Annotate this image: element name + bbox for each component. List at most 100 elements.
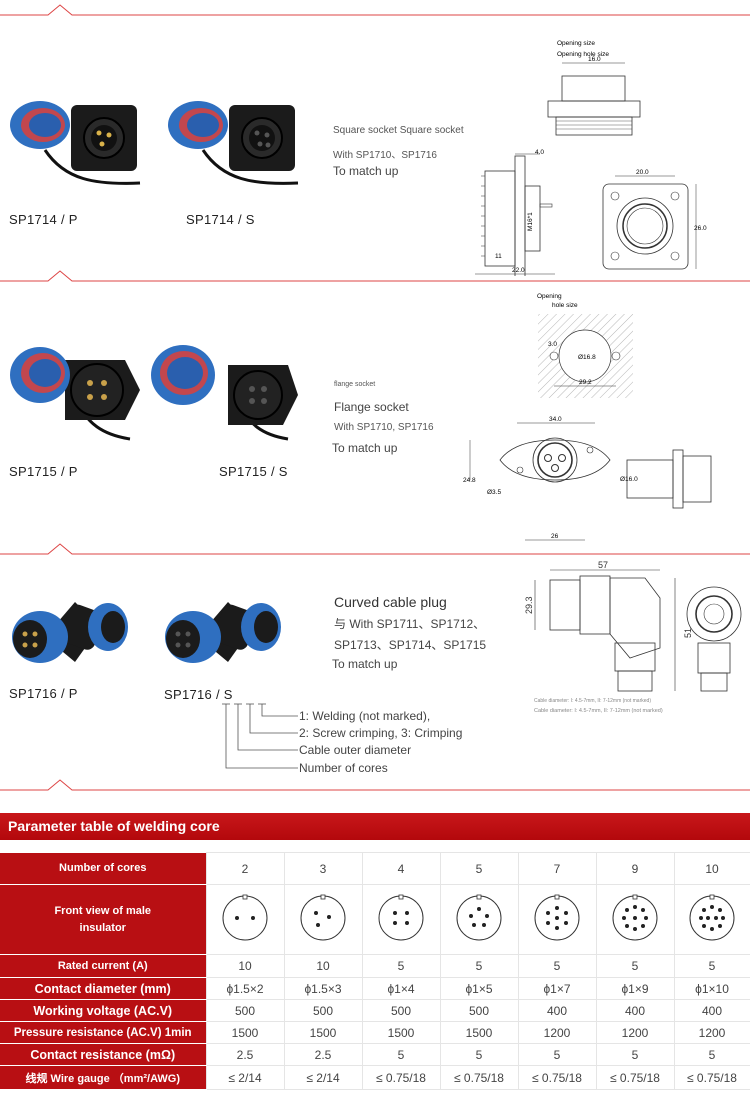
row-label: Rated current (A) — [0, 954, 206, 978]
dim-label: 26.0 — [694, 225, 707, 232]
dim-label: 24.8 — [463, 477, 476, 484]
dim-label: 22.0 — [512, 267, 525, 274]
section-divider — [0, 268, 750, 284]
sp1714-desc-match: With SP1710、SP1716 — [333, 150, 437, 161]
cell: ≤ 2/14 — [283, 1065, 363, 1090]
cell: 10 — [673, 852, 750, 885]
cell: ϕ1.5×2 — [205, 977, 285, 1000]
insulator-9-core — [595, 884, 675, 955]
cell: 1500 — [361, 1021, 441, 1044]
legend-item-2: 2: Screw crimping, 3: Crimping — [299, 726, 463, 740]
table-row: Number of cores 2 3 4 5 7 9 10 — [0, 852, 750, 885]
dim-label: 29.3 — [524, 596, 534, 614]
sp1714-s-photo — [168, 101, 299, 185]
dim-label: 3.0 — [548, 341, 557, 348]
cell: ϕ1×10 — [673, 977, 750, 1000]
sp1716-desc-match2: SP1713、SP1714、SP1715 — [334, 638, 487, 652]
sp1714-p-photo — [10, 101, 141, 185]
row-label-cores: Number of cores — [0, 852, 206, 885]
table-row: Working voltage (AC.V) 500 500 500 500 4… — [0, 999, 750, 1022]
sp1716-s-model: SP1716 / S — [164, 687, 233, 702]
cell: 1200 — [517, 1021, 597, 1044]
cell: 7 — [517, 852, 597, 885]
insulator-2-core — [205, 884, 285, 955]
row-label-front-view: Front view of male insulator — [0, 884, 206, 955]
sp1715-drawing: Opening hole size Ø16.8 3.0 29.2 34.0 24… — [463, 293, 712, 541]
cell: 10 — [283, 954, 363, 978]
row-label: Pressure resistance (AC.V) 1min — [0, 1021, 206, 1044]
dim-label: Ø16.8 — [578, 354, 596, 361]
section-divider — [0, 777, 750, 793]
dim-label: 29.2 — [579, 379, 592, 386]
cell: 400 — [517, 999, 597, 1022]
sp1715-desc-tomatch: To match up — [332, 441, 398, 455]
cell: 500 — [283, 999, 363, 1022]
cell: 500 — [205, 999, 285, 1022]
dim-label: Ø16.0 — [620, 476, 638, 483]
dim-label: 4.0 — [535, 149, 544, 156]
opening-label2: Opening hole size — [557, 51, 609, 58]
insulator-3-core — [283, 884, 363, 955]
opening-label: Opening — [537, 293, 562, 300]
dim-label: M16*1 — [527, 212, 534, 231]
cell: ϕ1×5 — [439, 977, 519, 1000]
cell: 400 — [673, 999, 750, 1022]
cell: 1500 — [283, 1021, 363, 1044]
table-row: Front view of male insulator — [0, 884, 750, 955]
dim-label: Ø3.5 — [487, 489, 501, 496]
sp1716-p-model: SP1716 / P — [9, 686, 78, 701]
cell: 1500 — [439, 1021, 519, 1044]
insulator-10-core — [673, 884, 750, 955]
legend-item-3: Cable outer diameter — [299, 743, 412, 757]
sp1715-s-photo — [151, 345, 298, 441]
dim-label: 26 — [551, 533, 559, 540]
cell: ≤ 0.75/18 — [361, 1065, 441, 1090]
sp1715-desc-title: Flange socket — [334, 400, 409, 414]
cell: 500 — [439, 999, 519, 1022]
row-label: Working voltage (AC.V) — [0, 999, 206, 1022]
cell: 3 — [283, 852, 363, 885]
parameter-table: Number of cores 2 3 4 5 7 9 10 Front vie… — [0, 852, 750, 1090]
cell: ≤ 0.75/18 — [595, 1065, 675, 1090]
cell: 5 — [673, 1043, 750, 1066]
sp1715-p-photo — [10, 347, 140, 441]
cell: 5 — [439, 1043, 519, 1066]
cell: 5 — [361, 954, 441, 978]
cell: ≤ 2/14 — [205, 1065, 285, 1090]
cell: 2.5 — [205, 1043, 285, 1066]
table-title: Parameter table of welding core — [8, 818, 220, 834]
opening-label: Opening size — [557, 40, 595, 47]
cell: 400 — [595, 999, 675, 1022]
cell: ϕ1×7 — [517, 977, 597, 1000]
sp1714-s-model: SP1714 / S — [186, 212, 255, 227]
cell: 5 — [595, 1043, 675, 1066]
table-row: Rated current (A) 10 10 5 5 5 5 5 — [0, 954, 750, 978]
dim-label: 51 — [683, 628, 693, 638]
sp1714-desc-tomatch: To match up — [333, 164, 399, 178]
cell: 500 — [361, 999, 441, 1022]
sp1716-s-photo — [165, 602, 281, 663]
cell: 5 — [361, 1043, 441, 1066]
table-row: 线规 Wire gauge （mm²/AWG) ≤ 2/14 ≤ 2/14 ≤ … — [0, 1065, 750, 1090]
sp1715-p-model: SP1715 / P — [9, 464, 78, 479]
cell: 5 — [439, 954, 519, 978]
dim-label: 34.0 — [549, 416, 562, 423]
opening-label2: hole size — [552, 302, 578, 309]
cell: 1200 — [673, 1021, 750, 1044]
dim-label: 20.0 — [636, 169, 649, 176]
insulator-5-core — [439, 884, 519, 955]
sp1716-desc-tomatch: To match up — [332, 657, 398, 671]
dim-label: 16.0 — [588, 56, 601, 63]
sp1715-s-model: SP1715 / S — [219, 464, 288, 479]
cell: 5 — [673, 954, 750, 978]
sp1715-desc-match: With SP1710, SP1716 — [334, 422, 434, 433]
table-row: Contact diameter (mm) ϕ1.5×2 ϕ1.5×3 ϕ1×4… — [0, 977, 750, 1000]
section-divider — [0, 2, 750, 18]
table-header-banner: Parameter table of welding core — [0, 813, 750, 840]
sp1716-drawing: 57 29.3 51 Cable diameter: I: 4.5-7mm, I… — [524, 560, 742, 714]
sp1716-p-photo — [12, 602, 128, 663]
legend-item-4: Number of cores — [299, 761, 388, 775]
cell: 9 — [595, 852, 675, 885]
dim-label: 11 — [495, 253, 502, 260]
cell: 1500 — [205, 1021, 285, 1044]
